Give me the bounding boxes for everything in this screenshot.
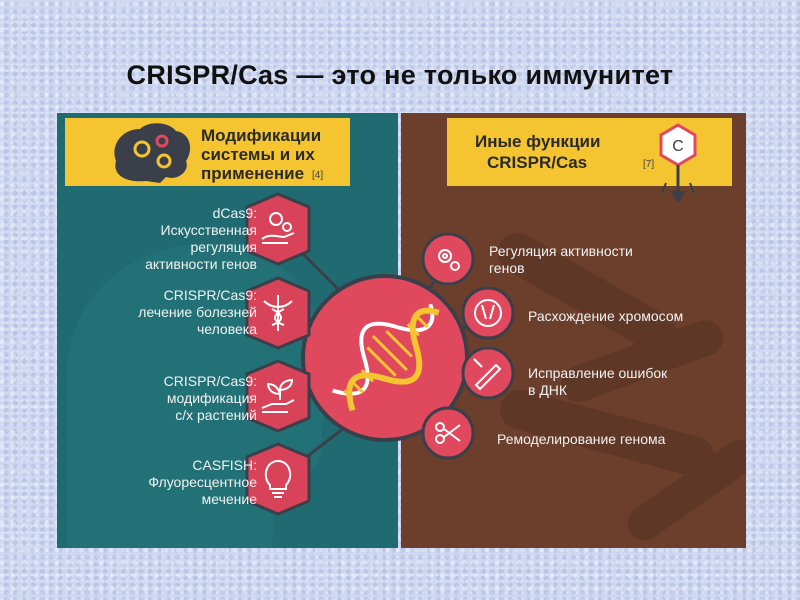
right-header-banner: Иные функции CRISPR/Cas [7] (447, 118, 732, 186)
right-item-4-label: Ремоделирование генома (497, 431, 666, 447)
diagram-graphics: C (114, 123, 697, 516)
left-item-4-label: CASFISH: Флуоресцентное мечение (148, 457, 257, 507)
left-header-ref: [4] (312, 170, 324, 181)
bacteriophage-icon: C (659, 123, 697, 203)
bacteriophage-letter: C (672, 138, 684, 155)
left-header-line2: системы и их (201, 145, 315, 164)
lightbulb-icon (264, 459, 292, 498)
dna-helix-icon (332, 303, 440, 412)
scissors-icon (435, 422, 461, 444)
hand-gears-icon (261, 212, 295, 244)
hand-plant-icon (261, 378, 295, 413)
gears-icon (438, 249, 460, 271)
right-item-2-label: Расхождение хромосом (528, 308, 684, 324)
left-item-3-label: CRISPR/Cas9: модификация с/х растений (163, 373, 257, 423)
infographic: Модификации системы и их применение [4] … (57, 113, 746, 548)
left-item-2-label: CRISPR/Cas9: лечение болезней человека (138, 287, 257, 337)
right-header-ref: [7] (643, 159, 655, 170)
right-item-3-label: Исправление ошибок в ДНК (528, 365, 668, 398)
left-item-1-label: dCas9: Искусственная регуляция активност… (145, 205, 257, 272)
left-header-line3: применение (201, 164, 305, 183)
caduceus-icon (263, 295, 293, 331)
slide-title: CRISPR/Cas — это не только иммунитет (126, 60, 674, 90)
left-header-banner: Модификации системы и их применение [4] (65, 118, 350, 186)
brain-gears-icon (114, 123, 191, 183)
repair-pen-icon (473, 358, 502, 391)
right-header-line2: CRISPR/Cas (487, 153, 588, 172)
right-header-line1: Иные функции (475, 132, 601, 151)
chromosome-division-icon (474, 299, 502, 327)
left-header-line1: Модификации (201, 126, 322, 145)
right-item-1-label: Регуляция активности генов (489, 243, 633, 276)
